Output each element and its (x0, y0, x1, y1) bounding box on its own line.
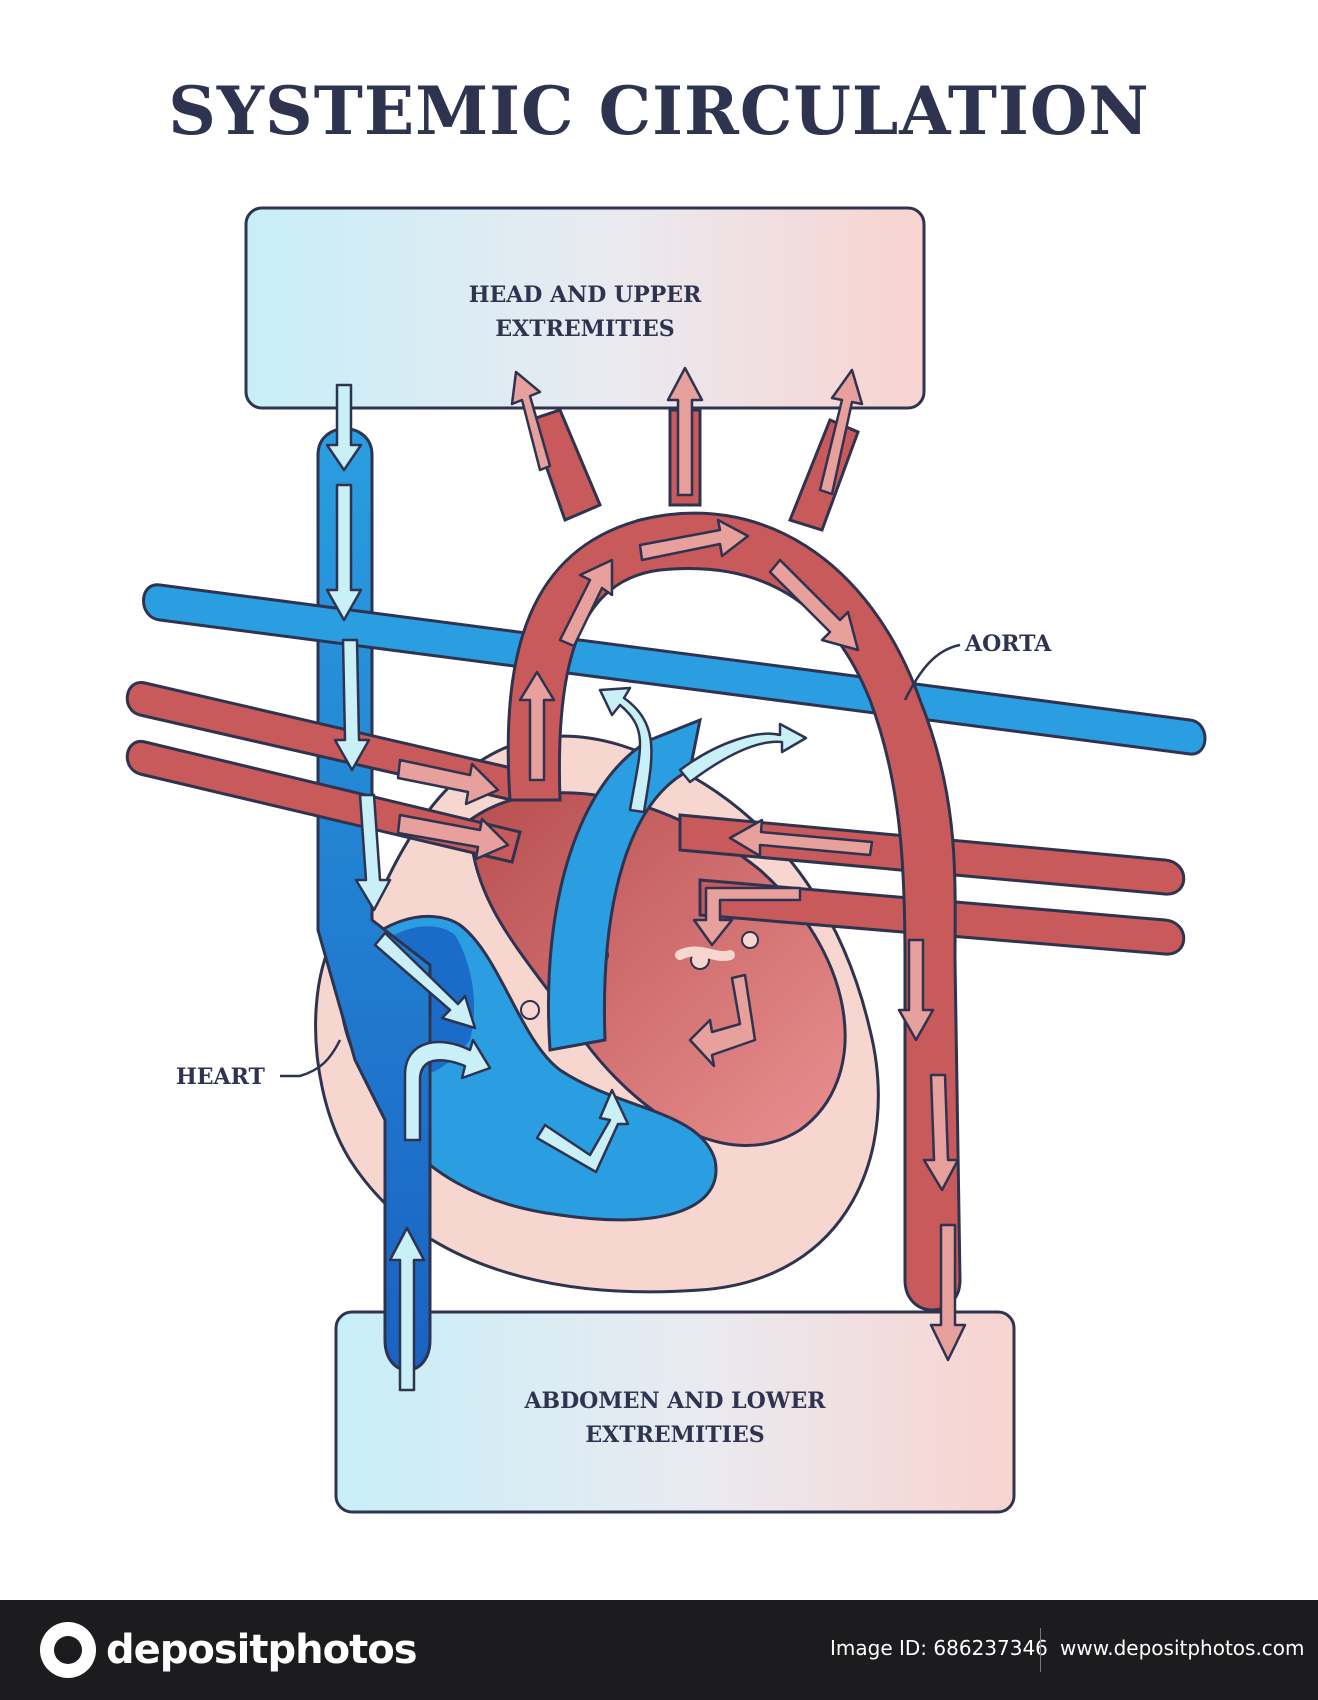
pulmonary-artery (546, 717, 703, 1052)
footer-divider (1040, 1628, 1041, 1672)
site-url[interactable]: www.depositphotos.com (1060, 1636, 1305, 1660)
heart-label: HEART (176, 1064, 266, 1090)
head-upper-extremities-box: HEAD AND UPPER EXTREMITIES (244, 206, 926, 410)
footer-bar: depositphotos Image ID: 686237346 www.de… (0, 1600, 1318, 1700)
circulation-diagram: HEAD AND UPPER EXTREMITIES ABDOMEN AND L… (125, 206, 1207, 1514)
head-box-label-line1: HEAD AND UPPER (469, 282, 702, 308)
depositphotos-logo: depositphotos (40, 1622, 418, 1678)
arterial-flow-arrows (396, 366, 967, 1362)
logo-icon (40, 1622, 96, 1678)
page-title: SYSTEMIC CIRCULATION (168, 72, 1150, 150)
abdomen-box-label-line1: ABDOMEN AND LOWER (523, 1388, 826, 1414)
heart-callout: HEART (176, 1039, 342, 1090)
image-id: Image ID: 686237346 (830, 1636, 1048, 1660)
venous-flow-arrows (325, 383, 808, 1392)
aorta-label: AORTA (964, 631, 1052, 657)
abdomen-lower-extremities-box: ABDOMEN AND LOWER EXTREMITIES (334, 1310, 1016, 1514)
logo-text: depositphotos (106, 1627, 418, 1673)
abdomen-box-label-line2: EXTREMITIES (585, 1422, 764, 1448)
aorta-callout: AORTA (903, 631, 1052, 701)
head-box-label-line2: EXTREMITIES (495, 316, 674, 342)
